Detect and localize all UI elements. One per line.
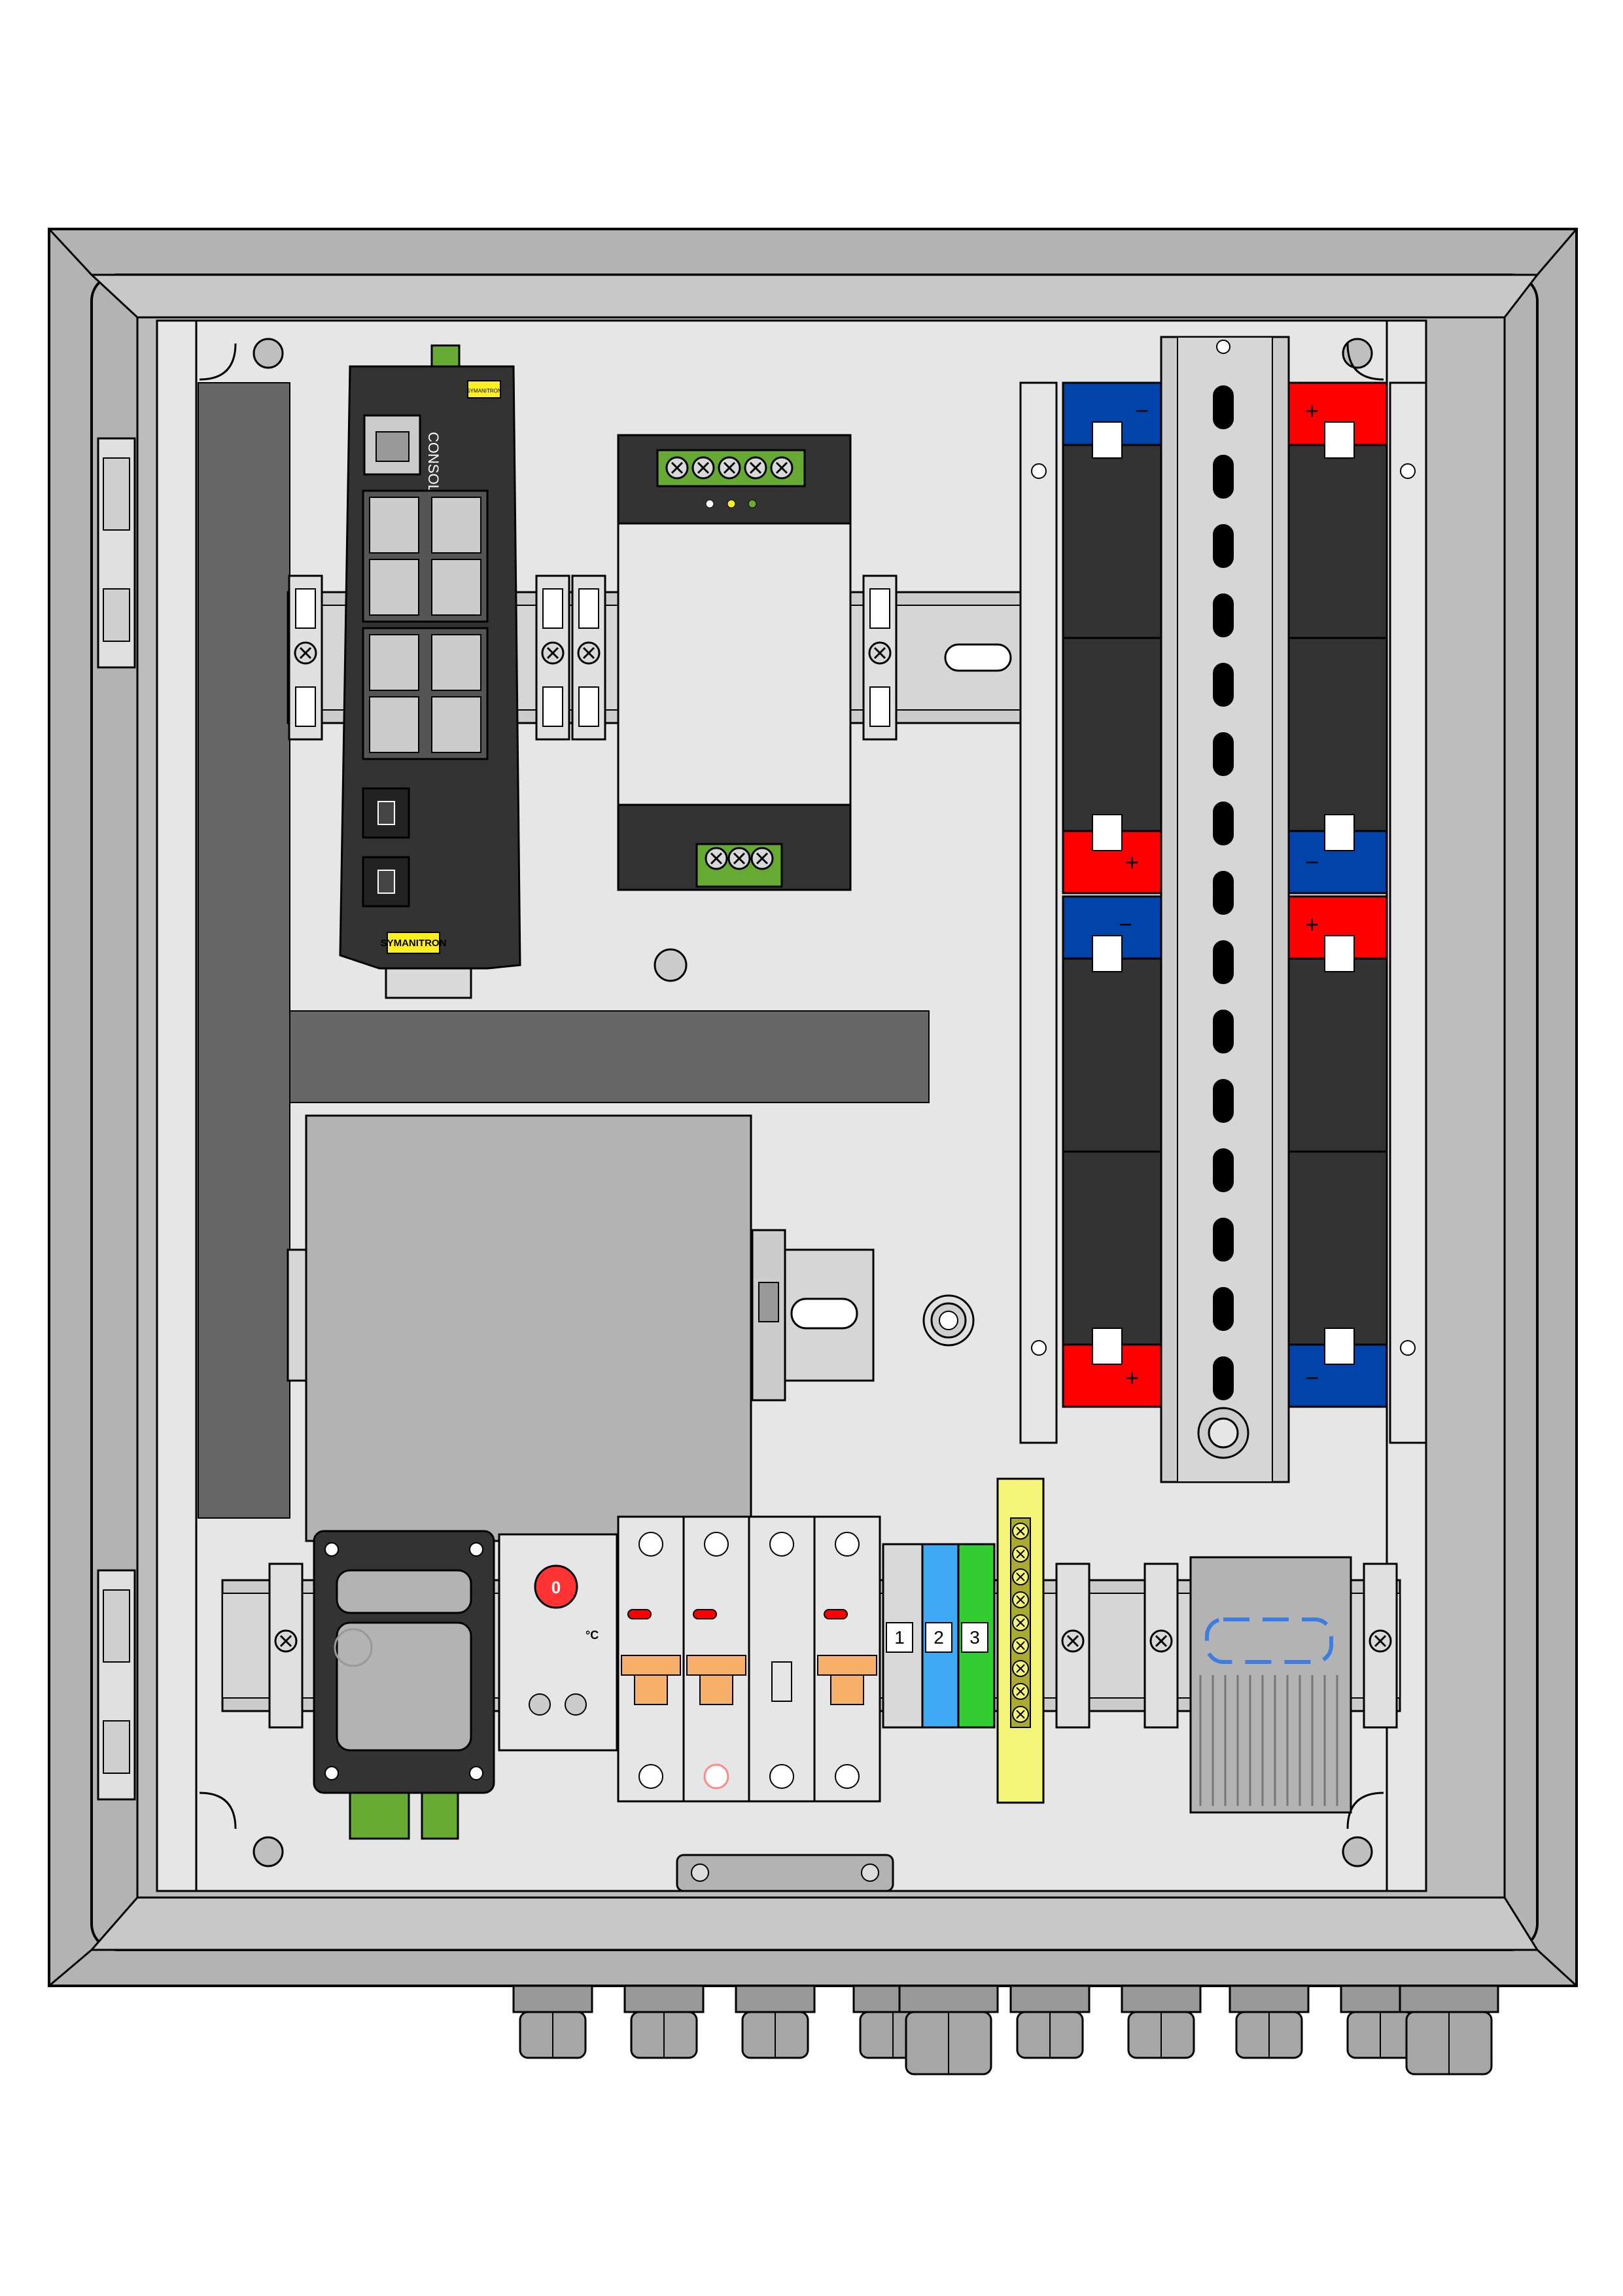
terminal-screw-icon <box>1012 1637 1029 1654</box>
cable-gland <box>1009 1985 1091 2059</box>
terminal-label-2: 2 <box>934 1627 944 1648</box>
cable-duct-horizontal <box>289 1010 930 1103</box>
rail-slot <box>1213 1148 1234 1192</box>
circuit-breaker <box>813 1515 881 1803</box>
circuit-breaker <box>748 1515 816 1803</box>
battery-plus-label: + <box>1305 397 1319 424</box>
rail-slot <box>1213 802 1234 845</box>
rail-slot <box>1213 1218 1234 1262</box>
mounting-hole <box>654 948 688 982</box>
rail-bolt <box>1197 1407 1249 1459</box>
battery-top-left: − + <box>1062 381 1162 894</box>
battery-minus-label: − <box>1305 849 1319 875</box>
rail-slot <box>1213 1356 1234 1400</box>
terminal-label-3: 3 <box>969 1627 980 1648</box>
terminal-screw-icon <box>1012 1568 1029 1585</box>
circuit-breaker <box>617 1515 685 1803</box>
rail-slot <box>1213 871 1234 915</box>
battery-plus-label: + <box>1305 911 1319 938</box>
battery-bracket-right <box>1389 381 1427 1444</box>
output-terminal-block <box>656 449 806 487</box>
terminal-screw-icon <box>1012 1660 1029 1677</box>
ground-busbar <box>996 1477 1045 1804</box>
status-led <box>705 499 714 508</box>
terminal-block-3: 3 <box>957 1543 996 1729</box>
bottom-bracket <box>676 1854 894 1892</box>
end-clamp <box>268 1563 304 1729</box>
terminal-screw-icon <box>1012 1706 1029 1723</box>
switch-brand-top: SYMANITRON <box>466 388 502 394</box>
rj45-port-icon <box>363 414 421 476</box>
cable-gland <box>1399 1985 1499 2075</box>
rail-slot <box>1213 385 1234 429</box>
door-hinge-top <box>97 437 136 669</box>
end-clamp <box>571 574 606 741</box>
thermostat-dial-value: 0 <box>551 1578 561 1597</box>
cable-gland <box>735 1985 816 2059</box>
door-hinge-bottom <box>97 1569 136 1801</box>
battery-bracket-left <box>1019 381 1058 1444</box>
cable-gland <box>623 1985 705 2059</box>
enclosure-box <box>305 1114 752 1542</box>
cable-gland <box>1121 1985 1202 2059</box>
thermostat-unit: °C <box>585 1629 599 1642</box>
battery-plus-label: + <box>1125 849 1139 875</box>
circuit-breaker <box>682 1515 750 1803</box>
battery-plus-label: + <box>1125 1364 1139 1391</box>
cable-gland <box>512 1985 593 2059</box>
terminal-screw-icon <box>1012 1523 1029 1540</box>
rail-slot <box>1213 524 1234 568</box>
end-clamp <box>1363 1563 1398 1729</box>
battery-bottom-left: − + <box>1062 895 1162 1408</box>
rail-slot <box>1213 455 1234 499</box>
battery-minus-label: − <box>1305 1364 1319 1391</box>
sfp-port-icon <box>362 856 410 908</box>
end-clamp <box>288 574 323 741</box>
status-led <box>748 499 757 508</box>
ground-bolt <box>922 1294 975 1347</box>
terminal-label-1: 1 <box>894 1627 905 1648</box>
rail-slot <box>1213 1079 1234 1123</box>
dial-icon[interactable] <box>534 1564 578 1609</box>
end-clamp <box>535 574 570 741</box>
status-led <box>727 499 736 508</box>
cable-glands <box>512 1985 1499 2075</box>
end-clamp <box>862 574 898 741</box>
battery-top-right: + − <box>1287 381 1388 894</box>
terminal-screw-icon <box>1012 1591 1029 1608</box>
battery-bottom-right: + − <box>1287 895 1388 1408</box>
cable-gland <box>898 1985 999 2075</box>
battery-minus-label: − <box>1119 911 1132 938</box>
sfp-port-icon <box>362 787 410 839</box>
terminal-screw-icon <box>1012 1683 1029 1700</box>
cable-gland <box>1229 1985 1310 2059</box>
end-clamp <box>1143 1563 1179 1729</box>
end-clamp <box>751 1229 786 1402</box>
terminal-block-2: 2 <box>921 1543 960 1729</box>
terminal-screw-icon <box>1012 1614 1029 1631</box>
terminal-block-1: 1 <box>882 1543 924 1729</box>
rj45-port-block-upper <box>362 489 489 623</box>
rail-slot <box>1213 732 1234 776</box>
network-switch: SYMANITRON CONSOLE SYMANI <box>339 344 521 999</box>
rail-slot <box>1213 1010 1234 1053</box>
input-terminal-block <box>695 843 783 888</box>
cable-duct-vertical <box>198 382 290 1519</box>
rail-slot <box>1213 593 1234 637</box>
filter-module <box>313 1530 495 1840</box>
rail-slot <box>1213 940 1234 984</box>
rail-slots <box>1213 385 1234 1400</box>
switch-brand-bottom: SYMANITRON <box>381 938 447 949</box>
battery-minus-label: − <box>1135 397 1149 424</box>
heat-sink-module <box>1189 1556 1352 1814</box>
end-clamp <box>1055 1563 1091 1729</box>
rail-slot <box>1213 1287 1234 1331</box>
power-supply <box>617 434 852 891</box>
rj45-port-block-lower <box>362 627 489 760</box>
terminal-screw-icon <box>1012 1545 1029 1563</box>
thermostat: 0 °C <box>498 1533 618 1752</box>
rail-slot <box>1213 663 1234 707</box>
